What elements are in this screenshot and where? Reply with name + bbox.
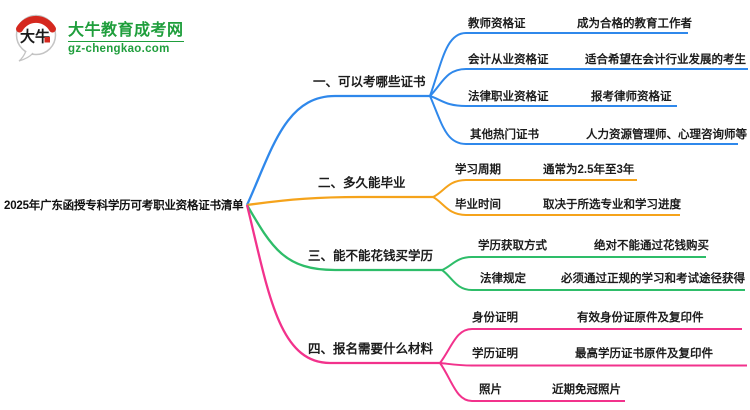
logo-text-block: 大牛教育成考网 gz-chengkao.com	[68, 16, 184, 55]
root-topic: 2025年广东函授专科学历可考职业资格证书清单	[4, 200, 244, 212]
logo-icon-text: 大牛	[20, 28, 50, 46]
branch-1-label: 一、可以考哪些证书	[313, 75, 426, 89]
branch-1-child-4-line	[429, 95, 738, 145]
branch-4-label: 四、报名需要什么材料	[308, 342, 434, 356]
logo-bubble-icon: 大牛	[10, 8, 62, 62]
logo-red-cap	[16, 15, 56, 33]
branch-4-child-3-line	[439, 362, 625, 402]
branch-4-child-3-desc: 近期免冠照片	[552, 384, 621, 396]
branch-3-child-2-line	[441, 269, 745, 291]
branch-4-child-1-desc: 有效身份证原件及复印件	[577, 312, 704, 324]
branch-3-main-line	[246, 204, 442, 272]
branch-2-child-2-desc: 取决于所选专业和学习进度	[543, 199, 681, 211]
branch-4-child-2-keyword: 学历证明	[472, 348, 518, 360]
branch-2-child-1-line	[432, 179, 637, 198]
site-name: 大牛教育成考网	[68, 16, 184, 42]
branch-3-label: 三、能不能花钱买学历	[308, 249, 434, 263]
branch-2-child-2-line	[432, 196, 680, 216]
branch-1-main-line	[245, 94, 430, 206]
branch-4-child-3-keyword: 照片	[479, 384, 502, 396]
branch-1-child-4-keyword: 其他热门证书	[470, 129, 539, 141]
site-url: gz-chengkao.com	[68, 43, 170, 55]
branch-2-main-line	[246, 195, 433, 207]
branch-3-child-1-keyword: 学历获取方式	[478, 240, 547, 252]
branch-1-child-1-keyword: 教师资格证	[468, 18, 526, 30]
branch-4-child-1-line	[439, 328, 742, 364]
logo-seal	[44, 37, 50, 43]
branch-3-child-2-desc: 必须通过正规的学习和考试途径获得	[561, 273, 745, 285]
branch-1-child-2-line	[429, 68, 748, 97]
branch-1-child-4-desc: 人力资源管理师、心理咨询师等	[586, 129, 747, 141]
branch-1-child-2-keyword: 会计从业资格证	[468, 54, 549, 66]
branch-1-child-2-desc: 适合希望在会计行业发展的考生	[585, 54, 746, 66]
branch-3-child-2-keyword: 法律规定	[480, 273, 526, 285]
branch-1-child-1-desc: 成为合格的教育工作者	[577, 18, 692, 30]
branch-2-child-1-keyword: 学习周期	[455, 164, 501, 176]
branch-2-label: 二、多久能毕业	[318, 176, 406, 190]
branch-2-child-1-desc: 通常为2.5年至3年	[543, 164, 635, 176]
branch-2-child-2-keyword: 毕业时间	[455, 199, 501, 211]
branch-3-child-1-desc: 绝对不能通过花钱购买	[594, 240, 709, 252]
branch-1-child-3-keyword: 法律职业资格证	[468, 91, 549, 103]
branch-4-child-2-desc: 最高学历证书原件及复印件	[575, 348, 713, 360]
site-logo[interactable]: 大牛 大牛教育成考网 gz-chengkao.com	[10, 8, 184, 62]
branch-1-child-1-line	[429, 32, 688, 97]
branch-4-child-1-keyword: 身份证明	[472, 312, 518, 324]
branch-1-child-3-desc: 报考律师资格证	[591, 91, 672, 103]
branch-4-child-2-line	[439, 362, 747, 367]
branch-1-child-3-line	[429, 95, 677, 107]
branch-4-main-line	[245, 204, 440, 365]
branch-3-child-1-line	[441, 256, 706, 271]
